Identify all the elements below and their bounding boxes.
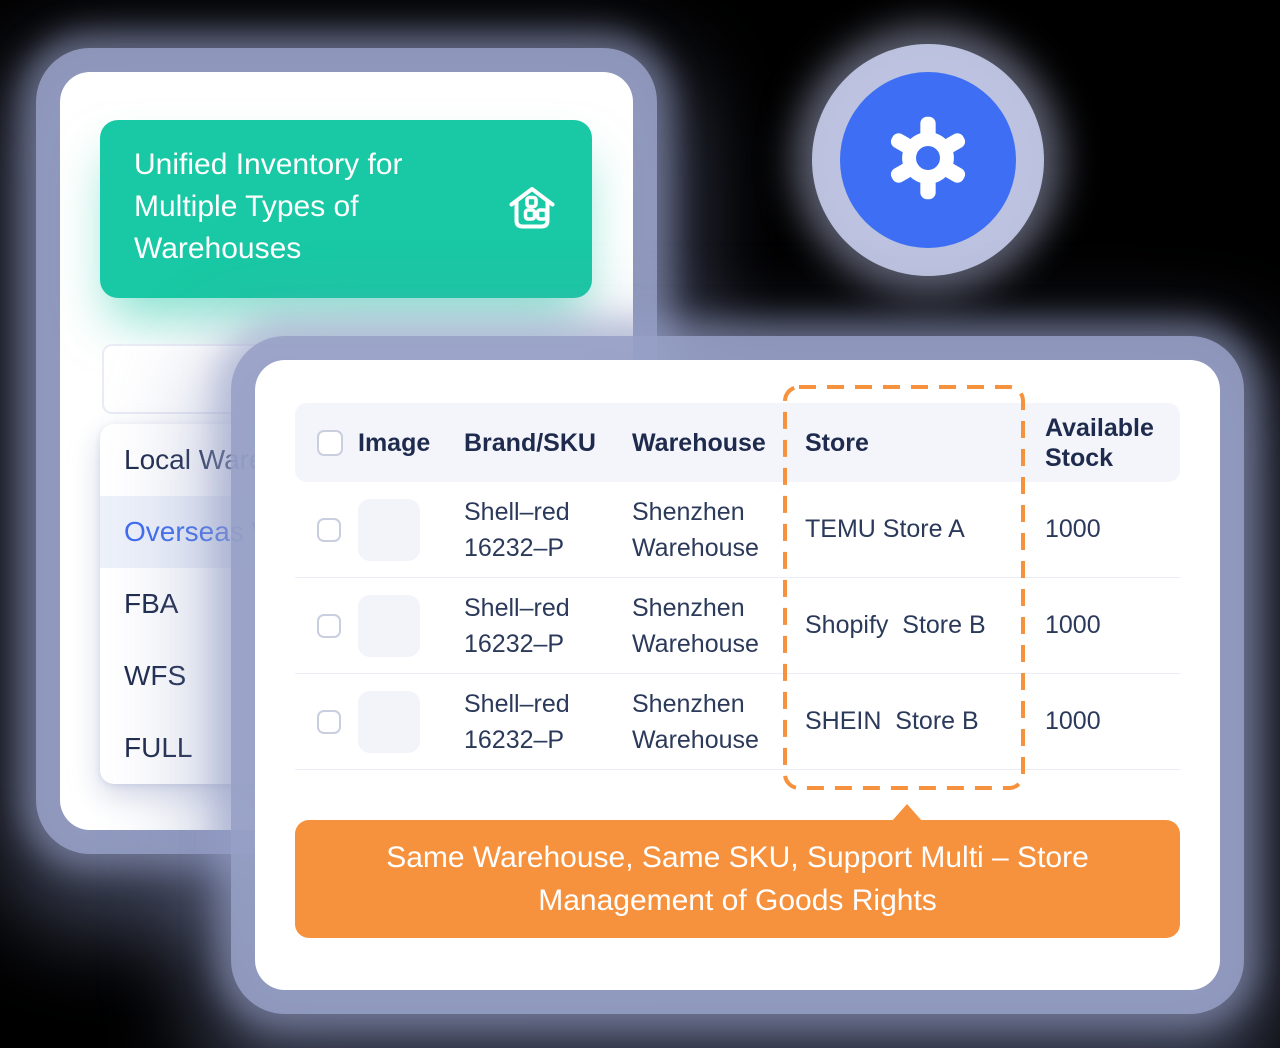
row-checkbox[interactable] — [317, 517, 341, 542]
table-body: Shell–red 16232–P Shenzhen Warehouse TEM… — [295, 482, 1180, 770]
product-image-placeholder — [358, 594, 420, 657]
callout-arrow — [892, 804, 922, 821]
sidebar-item-label: FBA — [124, 588, 179, 619]
table-row: Shell–red 16232–P Shenzhen Warehouse SHE… — [295, 674, 1180, 770]
cell-warehouse: Shenzhen Warehouse — [632, 593, 759, 658]
product-image-placeholder — [358, 690, 420, 753]
cell-available-stock: 1000 — [1045, 515, 1101, 543]
table-row: Shell–red 16232–P Shenzhen Warehouse Sho… — [295, 578, 1180, 674]
cell-warehouse: Shenzhen Warehouse — [632, 689, 759, 754]
warehouse-icon — [506, 182, 558, 232]
column-header-image: Image — [358, 428, 431, 457]
inventory-table-card: Image Brand/SKU Warehouse Store Availabl… — [255, 360, 1220, 990]
callout-banner: Same Warehouse, Same SKU, Support Multi … — [295, 820, 1180, 938]
column-header-available-stock: Available Stock — [1045, 413, 1154, 472]
product-image-placeholder — [358, 498, 420, 561]
card-header-banner: Unified Inventory for Multiple Types of … — [100, 120, 592, 298]
sidebar-item-fba[interactable]: FBA — [100, 568, 592, 640]
table-header-row: Image Brand/SKU Warehouse Store Availabl… — [295, 403, 1180, 482]
column-header-store: Store — [805, 428, 869, 457]
callout-text: Same Warehouse, Same SKU, Support Multi … — [386, 841, 1089, 917]
row-checkbox[interactable] — [317, 709, 341, 734]
cell-brand-sku: Shell–red 16232–P — [464, 593, 570, 658]
sidebar-item-full[interactable]: FULL — [100, 712, 592, 784]
column-header-warehouse: Warehouse — [632, 428, 766, 457]
sidebar-item-wfs[interactable]: WFS — [100, 640, 592, 712]
cell-warehouse: Shenzhen Warehouse — [632, 497, 759, 562]
sidebar-item-label: WFS — [124, 660, 187, 691]
cell-store: Shopify Store B — [805, 611, 986, 639]
row-checkbox[interactable] — [317, 613, 341, 638]
cell-brand-sku: Shell–red 16232–P — [464, 497, 570, 562]
cell-available-stock: 1000 — [1045, 611, 1101, 639]
gear-icon — [882, 112, 974, 209]
cell-store: SHEIN Store B — [805, 707, 979, 735]
card-title: Unified Inventory for Multiple Types of … — [134, 148, 403, 265]
cell-brand-sku: Shell–red 16232–P — [464, 689, 570, 754]
sidebar-item-label: FULL — [124, 732, 193, 763]
settings-gear-button[interactable] — [840, 72, 1016, 248]
cell-store: TEMU Store A — [805, 515, 965, 543]
cell-available-stock: 1000 — [1045, 707, 1101, 735]
select-all-checkbox[interactable] — [317, 429, 343, 456]
table-row: Shell–red 16232–P Shenzhen Warehouse TEM… — [295, 482, 1180, 578]
column-header-brand-sku: Brand/SKU — [464, 428, 596, 457]
